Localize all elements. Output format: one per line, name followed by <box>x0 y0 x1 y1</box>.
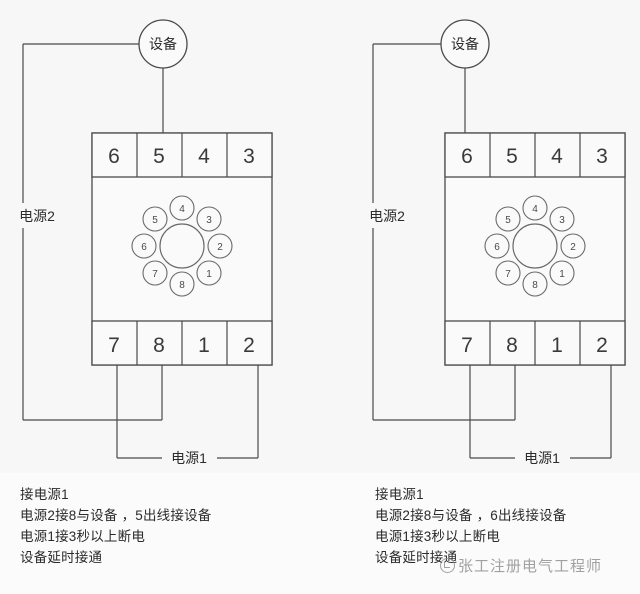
right-pin-2-label: 2 <box>570 242 576 253</box>
right-terminal-2: 2 <box>596 334 608 357</box>
left-pin-7 <box>142 260 168 286</box>
left-terminal-6: 6 <box>108 145 120 168</box>
caption-left-line-4: 设备延时接通 <box>20 550 103 565</box>
right-terminal-7: 7 <box>461 334 473 357</box>
caption-left: 接电源1 电源2接8与设备 ，5出线接设备 电源1接3秒以上断电 设备延时接通 <box>20 484 320 568</box>
right-pin-6-label: 6 <box>494 242 500 253</box>
left-pin-1-label: 1 <box>206 269 212 280</box>
caption-left-line-1: 接电源1 <box>20 487 69 502</box>
right-power1-label: 电源1 <box>524 450 560 466</box>
right-pin-1-label: 1 <box>559 269 565 280</box>
right-pin-1 <box>549 260 575 286</box>
caption-right: 接电源1 电源2接8与设备 ，6出线接设备 电源1接3秒以上断电 设备延时接通 <box>375 484 640 568</box>
left-terminal-1: 1 <box>198 334 210 357</box>
right-terminal-8: 8 <box>506 334 518 357</box>
left-terminal-5: 5 <box>153 145 165 168</box>
right-pin-4-label: 4 <box>532 204 538 215</box>
left-terminal-2: 2 <box>243 334 255 357</box>
left-pin-7-label: 7 <box>152 269 158 280</box>
right-terminal-5: 5 <box>506 145 518 168</box>
left-terminal-4: 4 <box>198 145 210 168</box>
left-power2-label: 电源2 <box>19 208 55 224</box>
left-pin-4-label: 4 <box>179 204 185 215</box>
right-terminal-3: 3 <box>596 145 608 168</box>
caption-right-line-3: 电源1接3秒以上断电 <box>375 529 501 544</box>
right-pin-5 <box>495 206 521 232</box>
right-terminal-6: 6 <box>461 145 473 168</box>
left-pin-3 <box>196 206 222 232</box>
left-power1-label: 电源1 <box>171 450 207 466</box>
left-pin-2 <box>207 233 233 259</box>
left-pin-8-label: 8 <box>179 280 185 291</box>
diagram-left: 设备 电源2 6 5 4 3 7 8 1 2 <box>19 19 273 466</box>
left-terminal-3: 3 <box>243 145 255 168</box>
left-terminal-7: 7 <box>108 334 120 357</box>
left-pin-1 <box>196 260 222 286</box>
left-pin-3-label: 3 <box>206 215 212 226</box>
right-pin-hub <box>512 223 558 269</box>
right-terminal-4: 4 <box>551 145 563 168</box>
right-pin-7-label: 7 <box>505 269 511 280</box>
right-pin-3 <box>549 206 575 232</box>
right-pin-8 <box>522 271 548 297</box>
right-pin-7 <box>495 260 521 286</box>
caption-right-line-2: 电源2接8与设备 ，6出线接设备 <box>375 508 567 523</box>
left-pin-4 <box>169 195 195 221</box>
left-pin-2-label: 2 <box>217 242 223 253</box>
right-pin-5-label: 5 <box>505 215 511 226</box>
caption-right-line-1: 接电源1 <box>375 487 424 502</box>
left-pin-6-label: 6 <box>141 242 147 253</box>
right-terminal-1: 1 <box>551 334 563 357</box>
left-pin-5-label: 5 <box>152 215 158 226</box>
left-pin-6 <box>131 233 157 259</box>
right-pin-6 <box>484 233 510 259</box>
right-pin-8-label: 8 <box>532 280 538 291</box>
left-device-node-label: 设备 <box>149 36 177 52</box>
left-device-node-circle <box>138 19 188 69</box>
left-pin-8 <box>169 271 195 297</box>
caption-left-line-3: 电源1接3秒以上断电 <box>20 529 146 544</box>
left-pin-hub <box>159 223 205 269</box>
right-pin-2 <box>560 233 586 259</box>
right-device-node-circle <box>440 19 490 69</box>
caption-band <box>0 473 640 594</box>
caption-left-line-2: 电源2接8与设备 ，5出线接设备 <box>20 508 212 523</box>
left-terminal-8: 8 <box>153 334 165 357</box>
left-pin-5 <box>142 206 168 232</box>
caption-right-line-4: 设备延时接通 <box>375 550 458 565</box>
right-power2-label: 电源2 <box>369 208 405 224</box>
right-pin-4 <box>522 195 548 221</box>
diagram-right: 设备 电源2 6 5 4 3 7 8 1 2 <box>369 19 626 466</box>
right-device-node-label: 设备 <box>451 36 479 52</box>
right-pin-3-label: 3 <box>559 215 565 226</box>
